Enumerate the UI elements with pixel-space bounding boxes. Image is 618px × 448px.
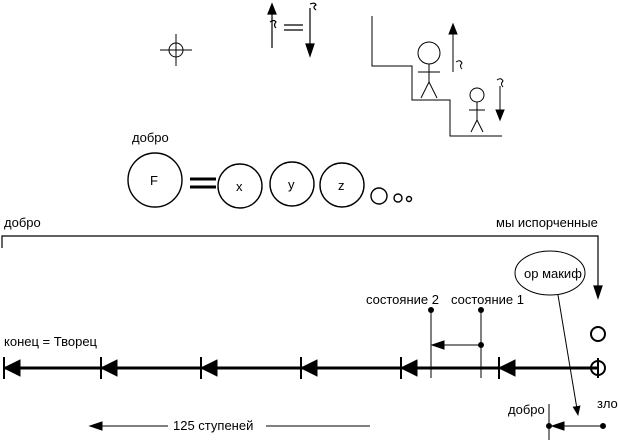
small-circle-3 xyxy=(405,195,413,203)
f-circle xyxy=(127,152,183,208)
dobro-bottom-label: добро xyxy=(508,402,545,417)
equals-sign xyxy=(190,177,216,189)
state1-label: состояние 1 xyxy=(451,292,524,307)
good-evil-scale xyxy=(546,404,606,440)
zlo-label: зло xyxy=(597,396,618,411)
f-label: F xyxy=(150,173,158,188)
top-bracket xyxy=(1,235,603,300)
end-creator-label: конец = Творец xyxy=(4,334,98,349)
end-marker xyxy=(590,326,606,378)
x-label: x xyxy=(236,179,243,194)
small-circle-2 xyxy=(393,193,403,203)
dobro-left-label: добро xyxy=(4,215,41,230)
staircase-figures xyxy=(371,16,505,137)
arrows-equal-icon xyxy=(267,2,317,58)
steps-arrow xyxy=(88,421,370,431)
y-label: y xyxy=(288,177,295,192)
or-makif-ellipse xyxy=(514,250,586,296)
corrupted-label: мы испорченные xyxy=(496,215,598,230)
steps-label: 125 ступеней xyxy=(173,418,253,433)
or-makif-pointer xyxy=(557,294,581,416)
x-circle xyxy=(217,163,263,209)
small-circle-1 xyxy=(370,187,388,205)
state2-label: состояние 2 xyxy=(366,292,439,307)
or-makif-label: ор макиф xyxy=(524,266,582,281)
main-axis xyxy=(2,357,598,379)
crosshair-icon xyxy=(160,34,192,66)
z-circle xyxy=(319,162,365,208)
dobro-label: добро xyxy=(132,130,169,145)
y-circle xyxy=(269,161,315,207)
z-label: z xyxy=(338,178,345,193)
